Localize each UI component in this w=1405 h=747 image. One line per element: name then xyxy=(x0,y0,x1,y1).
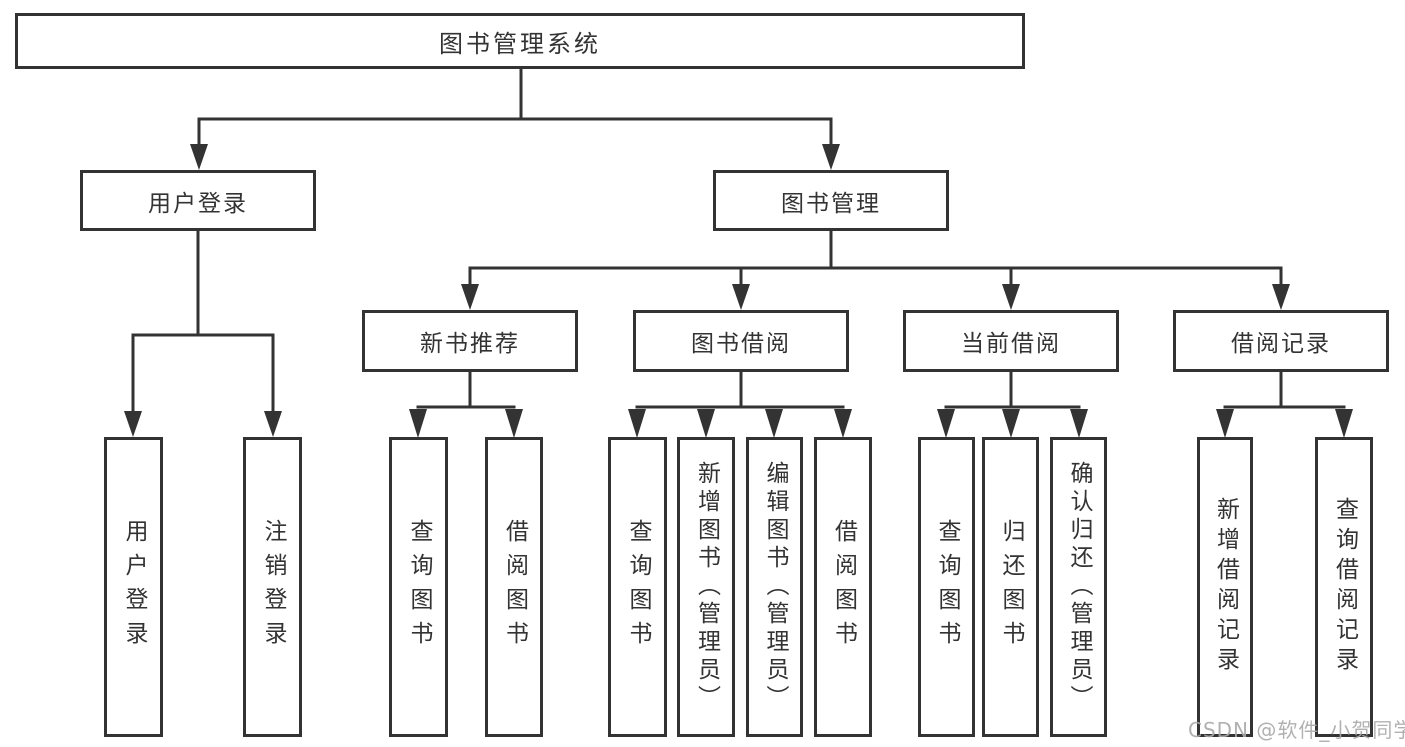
leaf-label: 借阅图书 xyxy=(501,519,528,655)
leaf-label: 查询图书 xyxy=(406,519,432,655)
leaf-confirm-return-admin: 确认归还（管理员） xyxy=(1050,437,1107,737)
arrow-down-icon xyxy=(732,284,750,310)
arrow-down-icon xyxy=(628,409,646,438)
leaf-label: 确认归还（管理员） xyxy=(1066,461,1092,713)
leaf-borrow-books: 借阅图书 xyxy=(814,437,872,737)
arrow-down-icon xyxy=(1070,409,1088,438)
watermark: CSDN @软件_小贺同学 xyxy=(1188,718,1405,742)
node-label: 用户登录 xyxy=(148,190,248,217)
connector-line-group xyxy=(131,67,1346,415)
arrow-down-icon xyxy=(190,144,208,170)
node-new-book-recommend: 新书推荐 xyxy=(362,310,578,372)
leaf-edit-books-admin: 编辑图书（管理员） xyxy=(746,437,803,737)
leaf-label: 借阅图书 xyxy=(830,519,857,655)
leaf-query-books: 查询图书 xyxy=(389,437,448,737)
leaf-logout: 注销登录 xyxy=(243,437,302,737)
node-label: 图书管理系统 xyxy=(439,29,601,58)
node-label: 图书管理 xyxy=(781,190,881,217)
leaf-label: 用户登录 xyxy=(121,519,147,655)
leaf-label: 查询图书 xyxy=(625,519,651,655)
arrow-down-icon xyxy=(264,411,282,437)
node-borrow-records: 借阅记录 xyxy=(1173,310,1389,372)
leaf-query-borrow-record: 查询借阅记录 xyxy=(1315,437,1373,737)
leaf-query-books: 查询图书 xyxy=(918,437,975,737)
arrow-down-icon xyxy=(1002,409,1020,438)
leaf-return-books: 归还图书 xyxy=(982,437,1039,737)
arrow-down-icon xyxy=(409,409,427,438)
leaf-query-books: 查询图书 xyxy=(608,437,667,737)
arrow-down-icon xyxy=(1335,409,1353,438)
node-label: 当前借阅 xyxy=(961,331,1061,357)
leaf-borrow-books: 借阅图书 xyxy=(485,437,543,737)
arrow-down-icon xyxy=(822,144,840,170)
node-label: 借阅记录 xyxy=(1231,331,1331,357)
leaf-user-login: 用户登录 xyxy=(104,437,163,737)
arrowhead-group xyxy=(124,144,1353,438)
leaf-label: 编辑图书（管理员） xyxy=(762,461,788,713)
node-book-management: 图书管理 xyxy=(713,170,949,231)
arrow-down-icon xyxy=(461,284,479,310)
node-label: 新书推荐 xyxy=(420,331,520,357)
leaf-label: 归还图书 xyxy=(998,519,1024,655)
leaf-label: 新增借阅记录 xyxy=(1212,497,1239,677)
leaf-label: 注销登录 xyxy=(260,519,286,655)
node-book-borrow: 图书借阅 xyxy=(633,310,849,372)
leaf-label: 查询借阅记录 xyxy=(1331,497,1358,677)
node-user-login: 用户登录 xyxy=(80,170,316,231)
leaf-add-borrow-record: 新增借阅记录 xyxy=(1197,437,1253,737)
arrow-down-icon xyxy=(834,409,852,438)
arrow-down-icon xyxy=(697,409,715,438)
leaf-label: 新增图书（管理员） xyxy=(693,461,720,713)
arrow-down-icon xyxy=(937,409,955,438)
arrow-down-icon xyxy=(1272,284,1290,310)
leaf-add-books-admin: 新增图书（管理员） xyxy=(677,437,735,737)
leaf-label: 查询图书 xyxy=(934,519,960,655)
node-current-borrow: 当前借阅 xyxy=(903,310,1119,372)
arrow-down-icon xyxy=(1002,284,1020,310)
node-root-library-system: 图书管理系统 xyxy=(15,13,1025,69)
arrow-down-icon xyxy=(1216,409,1234,438)
arrow-down-icon xyxy=(765,409,783,438)
arrow-down-icon xyxy=(124,411,142,437)
node-label: 图书借阅 xyxy=(691,331,791,357)
arrow-down-icon xyxy=(505,409,523,438)
